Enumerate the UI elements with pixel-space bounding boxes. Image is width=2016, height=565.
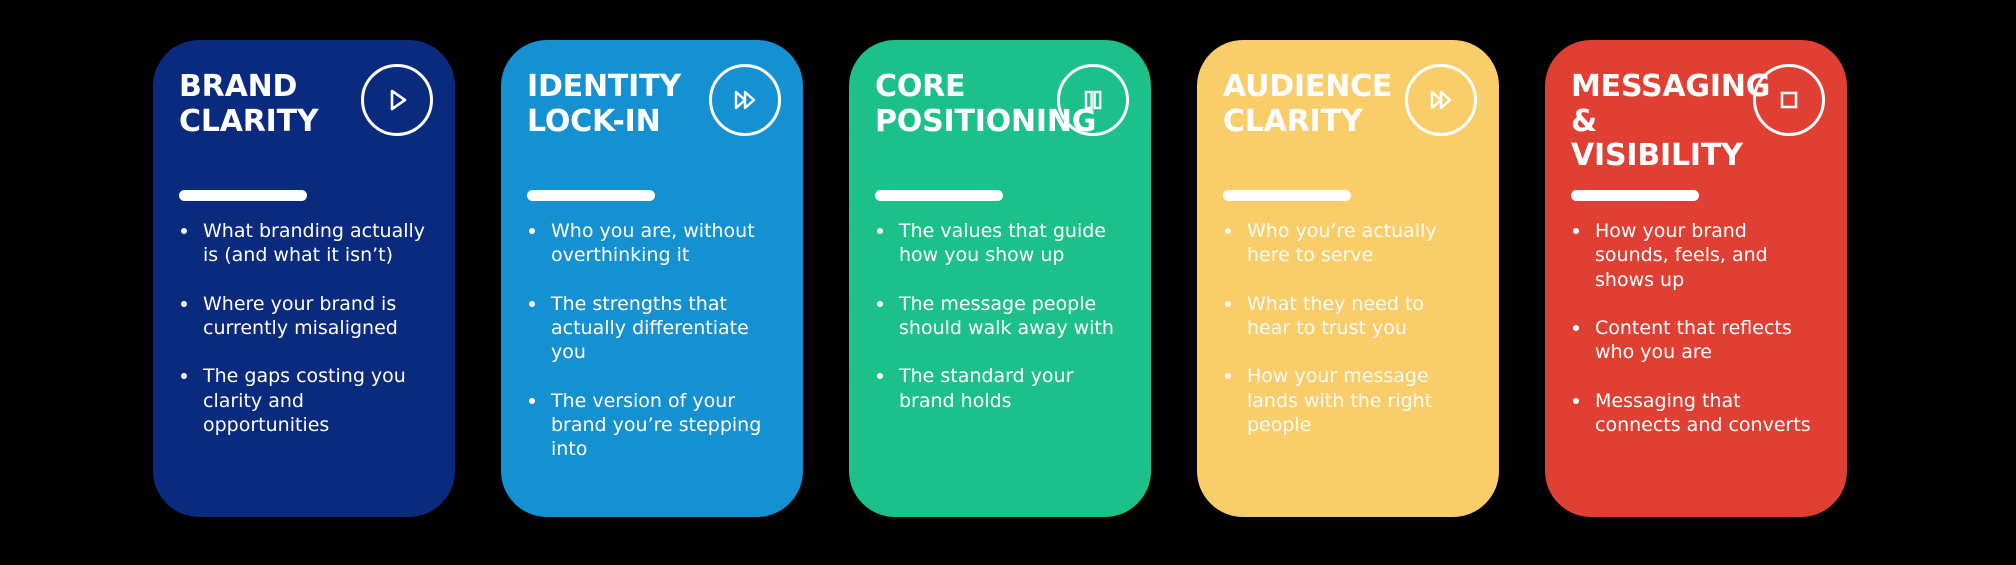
list-item-text: The version of your brand you’re steppin… (551, 389, 762, 461)
bullet-list: Who you’re actually here to serve What t… (1223, 219, 1473, 437)
card-title: BRAND CLARITY (179, 69, 319, 139)
card-header: CORE POSITIONING (875, 64, 1129, 174)
bullet-dot (1573, 324, 1579, 331)
list-item-text: How your message lands with the right pe… (1247, 365, 1433, 436)
list-item-text: How your brand sounds, feels, and shows … (1595, 220, 1768, 291)
bullet-dot (1225, 300, 1231, 307)
bullet-list: The values that guide how you show up Th… (875, 219, 1125, 413)
list-item-text: The gaps costing you clarity and opportu… (203, 365, 406, 436)
list-item-text: The standard your brand holds (899, 365, 1074, 412)
card-brand-clarity[interactable]: BRAND CLARITY What branding actually is … (153, 40, 455, 517)
list-item-text: Who you’re actually here to serve (1247, 220, 1437, 267)
list-item: The values that guide how you show up (875, 219, 1125, 268)
list-item: Content that reflects who you are (1571, 316, 1821, 365)
list-item-text: What branding actually is (and what it i… (203, 220, 426, 267)
card-identity-lock-in[interactable]: IDENTITY LOCK-IN Who you are, without ov… (501, 40, 803, 517)
list-item-text: Content that reflects who you are (1595, 316, 1792, 364)
list-item: The strengths that actually differentiat… (527, 292, 777, 365)
card-header: MESSAGING & VISIBILITY (1571, 64, 1825, 174)
list-item-text: The strengths that actually differentiat… (551, 292, 749, 364)
bullet-dot (529, 228, 535, 234)
card-title: MESSAGING & VISIBILITY (1571, 69, 1771, 173)
list-item: The gaps costing you clarity and opportu… (179, 364, 429, 437)
card-audience-clarity[interactable]: AUDIENCE CLARITY Who you’re actually her… (1197, 40, 1499, 517)
bullet-dot (1225, 228, 1231, 234)
card-title: CORE POSITIONING (875, 69, 1097, 139)
list-item: The message people should walk away with (875, 292, 1125, 341)
fast-forward-icon (709, 64, 781, 136)
card-header: AUDIENCE CLARITY (1223, 64, 1477, 174)
list-item-text: Who you are, without overthinking it (551, 220, 755, 267)
list-item: The standard your brand holds (875, 364, 1125, 413)
stop-icon (1753, 64, 1825, 136)
card-header: IDENTITY LOCK-IN (527, 64, 781, 174)
title-underline (1571, 190, 1699, 201)
list-item-text: The values that guide how you show up (899, 220, 1106, 267)
list-item-text: What they need to hear to trust you (1247, 292, 1425, 339)
list-item-text: The message people should walk away with (899, 292, 1114, 339)
card-header: BRAND CLARITY (179, 64, 433, 174)
list-item-text: Where your brand is currently misaligned (203, 292, 398, 339)
card-title: AUDIENCE CLARITY (1223, 69, 1393, 139)
bullet-dot (181, 373, 187, 380)
title-underline (875, 190, 1003, 201)
bullet-dot (1573, 228, 1579, 234)
fast-forward-icon (1405, 64, 1477, 136)
bullet-dot (877, 228, 883, 234)
bullet-dot (529, 397, 535, 404)
list-item-text: Messaging that connects and converts (1595, 389, 1811, 436)
list-item: Who you’re actually here to serve (1223, 219, 1473, 268)
bullet-dot (529, 300, 535, 307)
bullet-dot (1573, 397, 1579, 404)
bullet-dot (877, 300, 883, 307)
list-item: How your message lands with the right pe… (1223, 364, 1473, 437)
bullet-list: What branding actually is (and what it i… (179, 219, 429, 437)
list-item: What branding actually is (and what it i… (179, 219, 429, 268)
list-item: What they need to hear to trust you (1223, 292, 1473, 341)
list-item: The version of your brand you’re steppin… (527, 389, 777, 462)
title-underline (1223, 190, 1351, 201)
pause-icon (1057, 64, 1129, 136)
list-item: Who you are, without overthinking it (527, 219, 777, 268)
title-underline (179, 190, 307, 201)
list-item: Messaging that connects and converts (1571, 389, 1821, 438)
bullet-list: Who you are, without overthinking it The… (527, 219, 777, 462)
card-core-positioning[interactable]: CORE POSITIONING The values that guide h… (849, 40, 1151, 517)
title-underline (527, 190, 655, 201)
bullet-dot (877, 373, 883, 380)
card-messaging-visibility[interactable]: MESSAGING & VISIBILITY How your brand so… (1545, 40, 1847, 517)
bullet-dot (1225, 373, 1231, 380)
bullet-list: How your brand sounds, feels, and shows … (1571, 219, 1821, 437)
bullet-dot (181, 228, 187, 234)
list-item: How your brand sounds, feels, and shows … (1571, 219, 1821, 292)
card-title: IDENTITY LOCK-IN (527, 69, 681, 139)
play-icon (361, 64, 433, 136)
list-item: Where your brand is currently misaligned (179, 292, 429, 341)
bullet-dot (181, 300, 187, 307)
